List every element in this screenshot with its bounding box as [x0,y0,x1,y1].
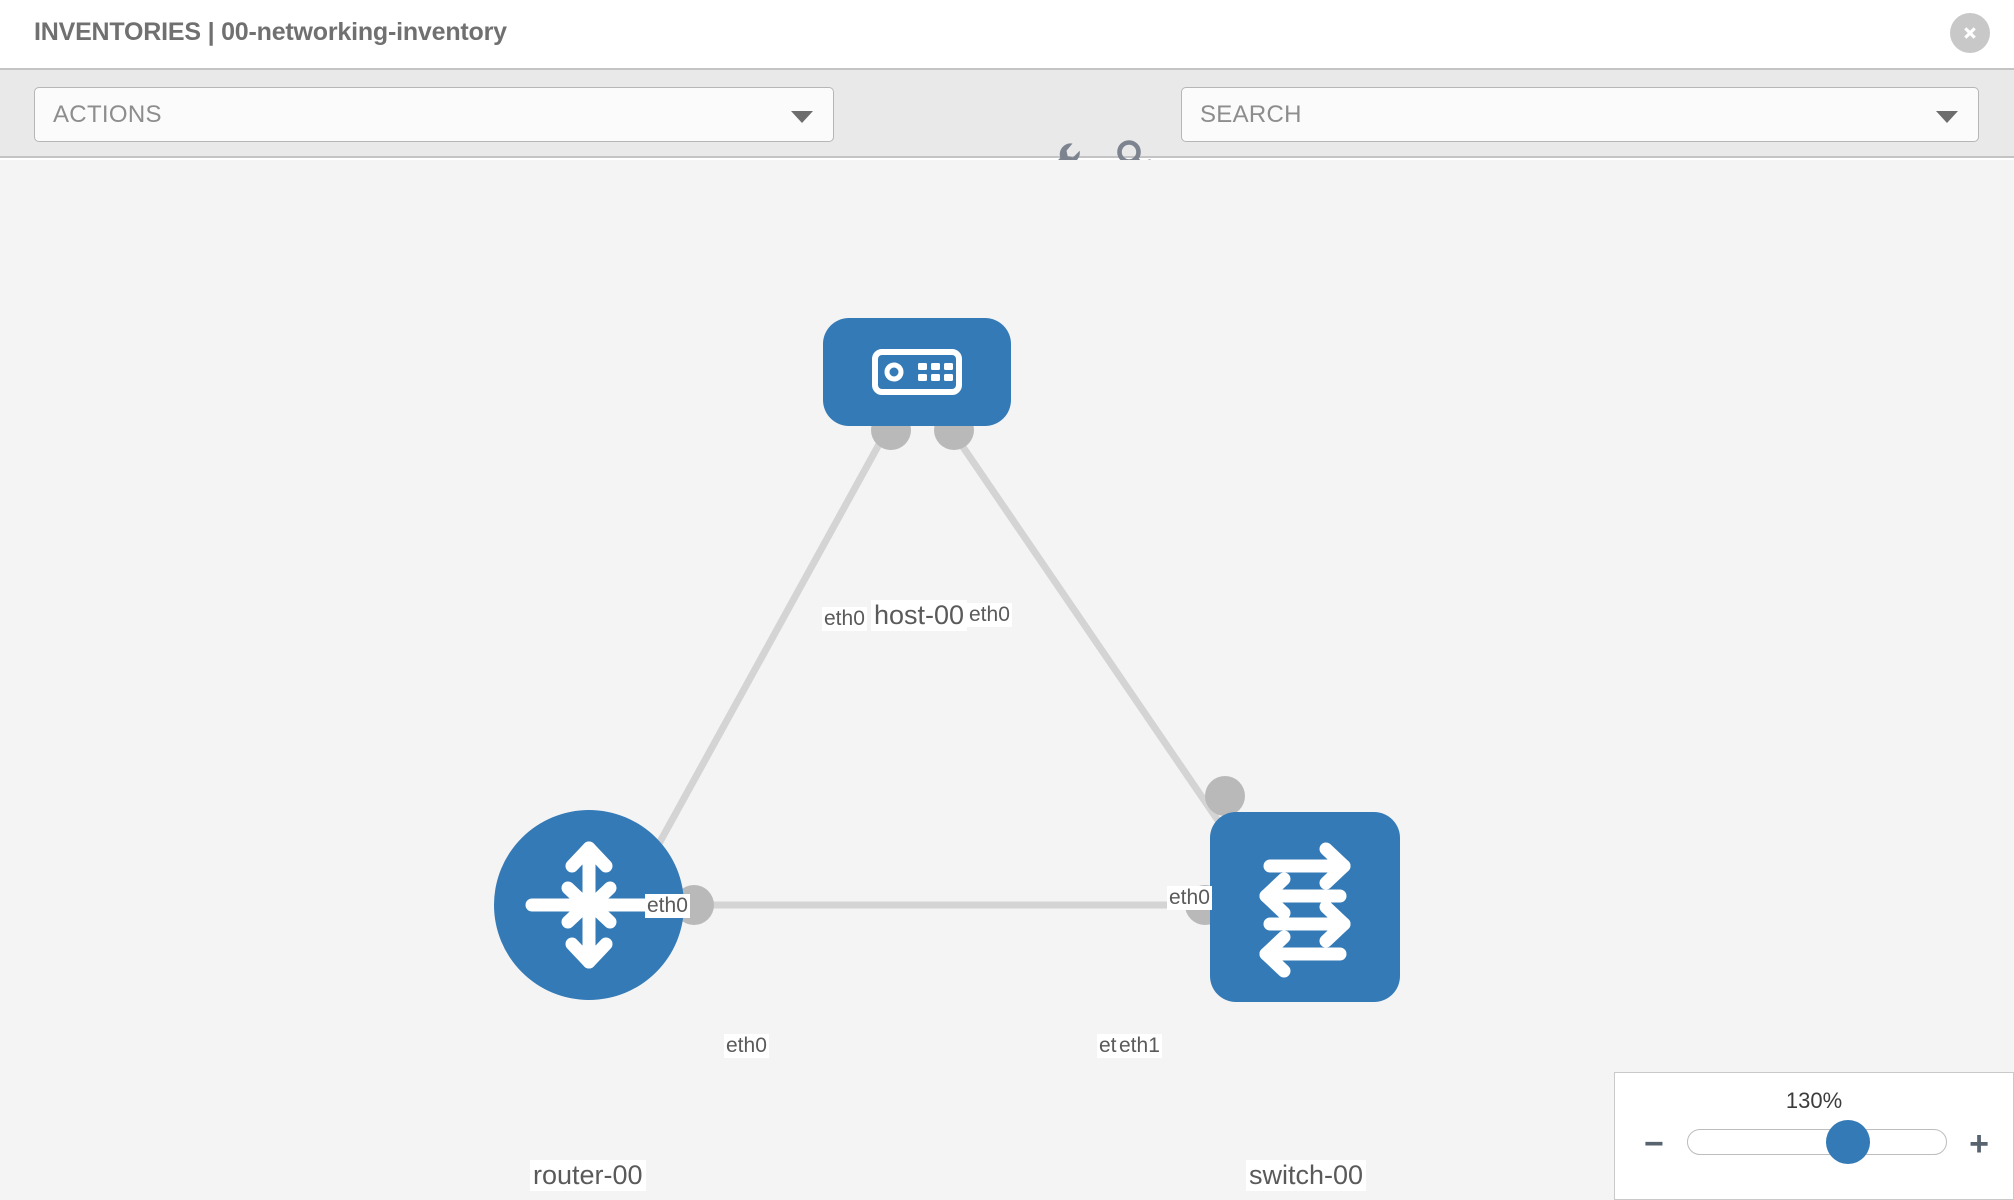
edge-label-switch-upper: eth0 [1167,886,1212,910]
port-switch-top[interactable] [1205,776,1245,816]
switch-arrows-icon [1210,842,1400,1006]
page-header: INVENTORIES | 00-networking-inventory [0,0,2014,68]
node-host-00[interactable] [823,318,1011,426]
search-placeholder: SEARCH [1200,101,1302,128]
actions-dropdown[interactable]: ACTIONS [34,87,834,142]
edge-label-switch-left: eth1 [1117,1034,1162,1058]
zoom-slider-track[interactable] [1687,1129,1947,1155]
topology-canvas[interactable]: router-00 --> switch-00 --> switch-00 --… [0,160,2014,1200]
zoom-out-button[interactable]: − [1644,1125,1664,1163]
close-button[interactable] [1950,13,1990,53]
edge-label-host-left: eth0 [822,607,867,631]
topology-links: router-00 --> switch-00 --> switch-00 --… [646,426,1248,909]
zoom-slider-thumb[interactable] [1826,1120,1871,1164]
edge-label-router-upper: eth0 [645,894,690,918]
page-title: INVENTORIES | 00-networking-inventory [34,18,507,46]
actions-dropdown-label: ACTIONS [53,101,162,128]
edge-label-router-right: eth0 [724,1034,769,1058]
chevron-down-icon[interactable] [1936,111,1958,123]
server-appliance-icon [823,349,1011,430]
router-arrows-icon [494,841,684,1004]
zoom-control-panel: 130% − + [1614,1072,2014,1200]
chevron-down-icon [791,111,813,123]
toolbar: ACTIONS SEARCH [0,68,2014,175]
search-input[interactable]: SEARCH [1181,87,1979,142]
zoom-in-button[interactable]: + [1969,1125,1989,1163]
edge-label-host-right: eth0 [967,603,1012,627]
zoom-level-value: 130% [1785,1088,1843,1113]
node-switch-00[interactable] [1210,812,1400,1002]
node-label-switch-00: switch-00 [1246,1160,1367,1191]
node-label-router-00: router-00 [530,1160,646,1191]
node-label-host-00: host-00 [871,600,968,631]
